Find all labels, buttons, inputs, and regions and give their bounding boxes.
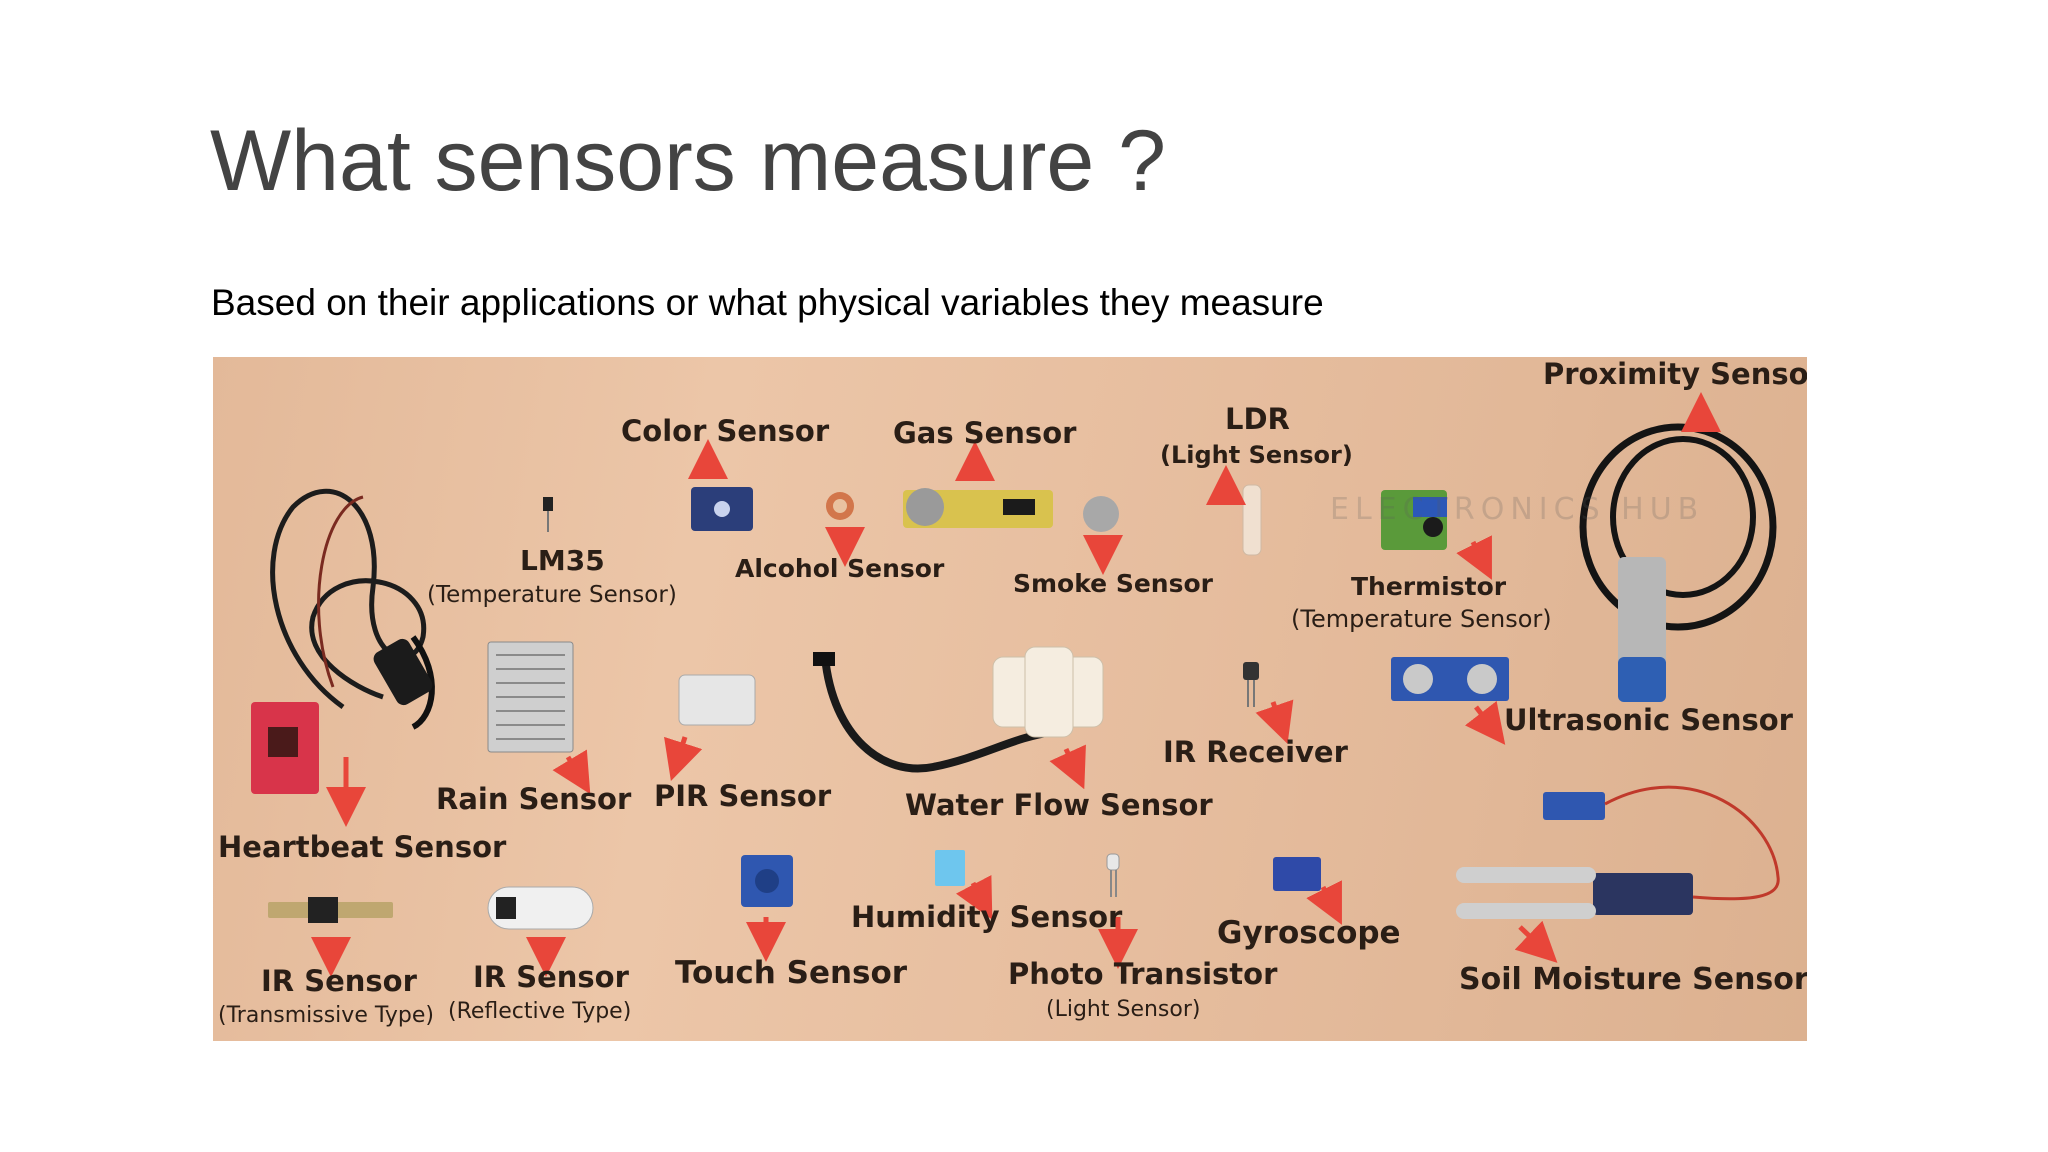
label-photo-transistor-sub: (Light Sensor) bbox=[1046, 997, 1201, 1022]
label-ir-sensor-reflective-sub: (Reflective Type) bbox=[448, 999, 632, 1024]
label-alcohol-sensor: Alcohol Sensor bbox=[735, 554, 945, 583]
heartbeat-sensor-illustration bbox=[251, 488, 435, 794]
label-touch-sensor: Touch Sensor bbox=[675, 955, 908, 991]
proximity-sensor-illustration bbox=[1579, 423, 1777, 702]
label-lm35: LM35 bbox=[520, 544, 605, 577]
sensor-board-illustration bbox=[251, 392, 1780, 977]
label-smoke-sensor: Smoke Sensor bbox=[1013, 569, 1213, 598]
label-ir-sensor-transmissive: IR Sensor bbox=[261, 964, 417, 998]
label-color-sensor: Color Sensor bbox=[621, 414, 830, 448]
watermark: ELECTRONICS HUB bbox=[1330, 492, 1705, 527]
label-humidity-sensor: Humidity Sensor bbox=[851, 900, 1123, 934]
label-ir-sensor-transmissive-sub: (Transmissive Type) bbox=[218, 1003, 434, 1028]
label-ultrasonic-sensor: Ultrasonic Sensor bbox=[1504, 703, 1793, 737]
label-water-flow-sensor: Water Flow Sensor bbox=[905, 788, 1213, 822]
water-flow-sensor-illustration bbox=[813, 646, 1104, 773]
label-ir-receiver: IR Receiver bbox=[1163, 735, 1348, 769]
photo-transistor-illustration bbox=[1106, 853, 1120, 871]
label-gas-sensor: Gas Sensor bbox=[893, 416, 1077, 450]
label-photo-transistor: Photo Transistor bbox=[1008, 957, 1278, 991]
ldr-illustration bbox=[1242, 484, 1262, 556]
label-soil-moisture-sensor: Soil Moisture Sensor bbox=[1459, 962, 1807, 997]
label-rain-sensor: Rain Sensor bbox=[436, 782, 632, 816]
label-thermistor: Thermistor bbox=[1351, 572, 1507, 601]
label-heartbeat-sensor: Heartbeat Sensor bbox=[218, 830, 507, 864]
annotation-arrows bbox=[311, 392, 1721, 977]
label-ir-sensor-reflective: IR Sensor bbox=[473, 960, 629, 994]
gyroscope-illustration bbox=[1273, 857, 1321, 891]
pir-sensor-illustration bbox=[678, 674, 756, 726]
label-ldr-sub: (Light Sensor) bbox=[1160, 441, 1353, 469]
label-pir-sensor: PIR Sensor bbox=[654, 779, 832, 813]
slide-subtitle: Based on their applications or what phys… bbox=[211, 282, 1324, 323]
ir-receiver-illustration bbox=[1243, 662, 1259, 680]
lm35-illustration bbox=[543, 497, 553, 532]
label-proximity-sensor: Proximity Sensor bbox=[1543, 357, 1807, 391]
label-lm35-sub: (Temperature Sensor) bbox=[427, 582, 677, 608]
slide-title: What sensors measure ? bbox=[210, 113, 1166, 209]
sensors-photo: ELECTRONICS HUB Proximity Sensor Color S… bbox=[213, 357, 1807, 1041]
label-ldr: LDR bbox=[1225, 402, 1290, 436]
label-gyroscope: Gyroscope bbox=[1217, 915, 1401, 951]
soil-moisture-sensor-illustration bbox=[1456, 785, 1780, 919]
label-thermistor-sub: (Temperature Sensor) bbox=[1291, 605, 1552, 633]
humidity-sensor-illustration bbox=[935, 850, 965, 886]
smoke-sensor-illustration bbox=[1083, 496, 1119, 532]
